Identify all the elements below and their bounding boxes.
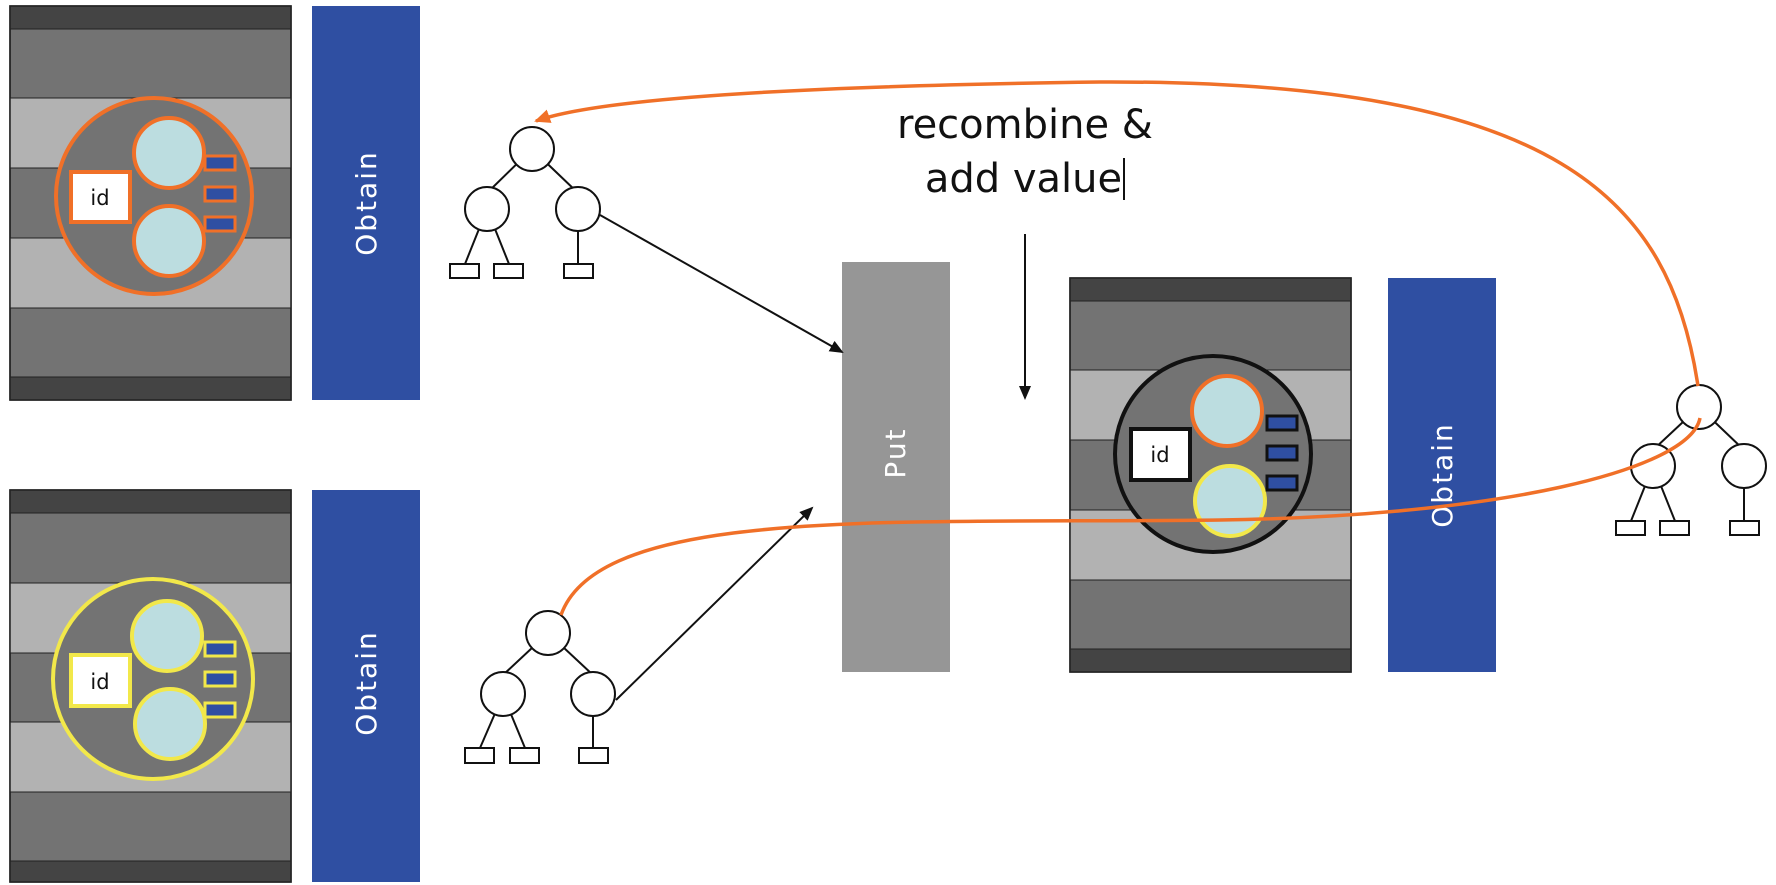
- data-object-orange: id: [54, 96, 254, 296]
- put-label: Put: [879, 427, 912, 478]
- annotation-line-2: add value: [845, 152, 1205, 206]
- id-label: id: [90, 670, 109, 694]
- obtain-bar-top: Obtain: [312, 6, 420, 400]
- id-box: [69, 653, 132, 708]
- id-label: id: [1150, 443, 1169, 467]
- orange-curve-from-bottom-tree: [559, 417, 1702, 616]
- tree-bottom: [464, 610, 616, 764]
- orange-curve-to-top-tree: [534, 80, 1700, 387]
- obtain-label: Obtain: [1426, 422, 1459, 527]
- obtain-bar-bottom: Obtain: [312, 490, 420, 882]
- obtain-label: Obtain: [350, 150, 383, 255]
- annotation-line-2-text: add value: [924, 156, 1123, 202]
- text-cursor: [1123, 158, 1126, 200]
- annotation-line-1: recombine &: [897, 102, 1153, 148]
- put-bar: Put: [842, 262, 950, 672]
- data-object-combined: id: [1113, 354, 1313, 554]
- data-object-yellow: id: [51, 577, 255, 781]
- id-box: [1129, 427, 1192, 482]
- obtain-label: Obtain: [350, 630, 383, 735]
- arrow-tree-bottom-to-put: [615, 506, 814, 701]
- tree-top: [449, 126, 601, 279]
- annotation-recombine: recombine & add value: [845, 98, 1205, 206]
- arrow-tree-top-to-put: [599, 214, 844, 353]
- tree-right: [1615, 384, 1767, 536]
- id-label: id: [90, 186, 109, 210]
- obtain-bar-right: Obtain: [1388, 278, 1496, 672]
- id-box: [69, 170, 132, 224]
